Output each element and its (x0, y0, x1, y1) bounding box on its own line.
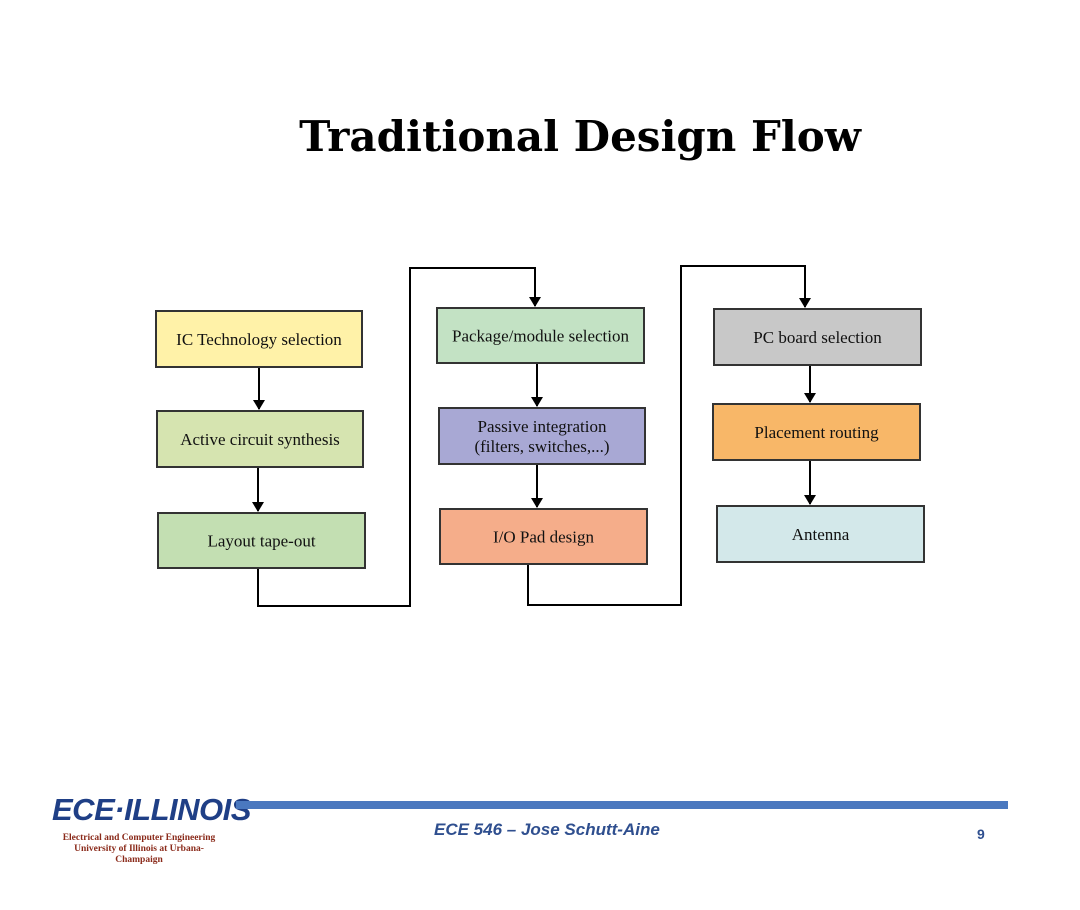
node-active-circuit: Active circuit synthesis (156, 410, 364, 468)
logo-line-2: University of Illinois at Urbana-Champai… (74, 844, 204, 865)
node-label-passive-integration-2: (filters, switches,...) (474, 437, 609, 456)
node-box-pc-board (713, 308, 922, 366)
footer-course: ECE 546 – Jose Schutt-Aine (434, 820, 660, 839)
arrow-layout-tapeout-to-package-module (257, 267, 541, 607)
node-label-pc-board: PC board selection (753, 328, 882, 347)
node-label-placement-routing: Placement routing (754, 423, 879, 442)
node-package-module: Package/module selection (436, 307, 645, 364)
ece-illinois-logo: ECE·ILLINOIS (52, 792, 251, 828)
node-label-ic-tech: IC Technology selection (176, 330, 342, 349)
node-io-pad: I/O Pad design (439, 508, 648, 565)
node-box-package-module (436, 307, 645, 364)
logo-text: ECE·ILLINOIS (52, 792, 251, 827)
arrow-io-pad-to-pc-board (527, 265, 811, 606)
node-box-placement-routing (712, 403, 921, 461)
node-box-ic-tech (155, 310, 363, 368)
node-label-active-circuit: Active circuit synthesis (180, 430, 340, 449)
page-number: 9 (977, 826, 985, 842)
node-layout-tapeout: Layout tape-out (157, 512, 366, 569)
logo-line-1: Electrical and Computer Engineering (62, 833, 216, 843)
node-label-layout-tapeout: Layout tape-out (207, 532, 315, 551)
node-box-layout-tapeout (157, 512, 366, 569)
node-label-io-pad: I/O Pad design (493, 528, 595, 547)
node-ic-tech: IC Technology selection (155, 310, 363, 368)
node-label-package-module: Package/module selection (452, 327, 630, 346)
node-antenna: Antenna (716, 505, 925, 563)
node-pc-board: PC board selection (713, 308, 922, 366)
node-label-antenna: Antenna (792, 525, 850, 544)
node-box-antenna (716, 505, 925, 563)
node-box-passive-integration (438, 407, 646, 465)
node-passive-integration: Passive integration(filters, switches,..… (438, 407, 646, 465)
footer-divider (236, 801, 1008, 809)
node-box-io-pad (439, 508, 648, 565)
logo-subtitle: Electrical and Computer Engineering Univ… (55, 833, 223, 866)
slide-title: Traditional Design Flow (299, 112, 861, 161)
node-box-active-circuit (156, 410, 364, 468)
node-label-passive-integration-1: Passive integration (478, 417, 607, 436)
node-placement-routing: Placement routing (712, 403, 921, 461)
